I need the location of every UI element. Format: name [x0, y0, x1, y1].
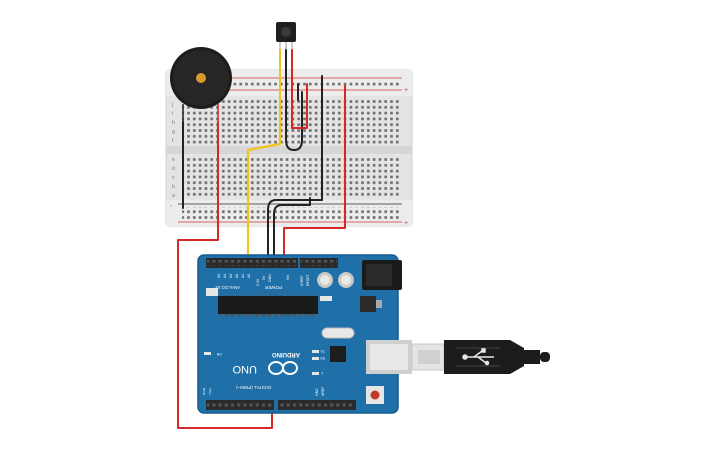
wire-red-5v [283, 85, 346, 263]
atmega-chip [218, 296, 318, 314]
arduino-board[interactable]: IOREF RESET 3.3V 5V GND Vin A0 A1 A2 A3 … [197, 254, 412, 414]
label-tx1: TX▸1 [208, 388, 212, 395]
row-letter-a: a [172, 193, 175, 199]
wire-black-gnd-2 [273, 197, 311, 263]
row-letter-e: e [172, 157, 175, 163]
label-gnd-top: GND [268, 274, 272, 282]
brand-label: ARDUINO [272, 351, 300, 357]
label-vin: Vin [286, 275, 290, 280]
row-letter-j: j [171, 102, 173, 108]
row-letter-c: c [172, 175, 175, 181]
row-letter-g: g [172, 129, 175, 135]
label-a5: A5 [217, 274, 221, 278]
row-letter-f: f [172, 138, 174, 144]
label-a4: A4 [223, 274, 227, 278]
label-5v: 5V [262, 275, 266, 280]
label-rx0: RX◂0 [202, 387, 206, 395]
rail-minus-bottom: - [170, 203, 173, 210]
label-gnd-bottom: GND [315, 388, 319, 396]
wire-ir-gnd [285, 49, 303, 151]
label-digital: DIGITAL (PWM~) [236, 385, 271, 390]
wire-red-buzzer [177, 121, 273, 429]
wire-yellow-a0 [246, 126, 282, 264]
label-a1: A1 [241, 274, 245, 278]
row-letter-b: b [172, 184, 175, 190]
breadboard: + + - + j i h g f e d c b a [165, 69, 413, 227]
wire-black-gnd-1 [267, 75, 323, 263]
label-a2: A2 [235, 274, 239, 278]
label-ioref: IOREF [300, 275, 304, 286]
label-3v3: 3.3V [256, 278, 260, 286]
label-power: POWER [264, 285, 282, 290]
piezo-buzzer[interactable] [170, 47, 232, 122]
label-a3: A3 [229, 274, 233, 278]
label-tx: TX [320, 349, 325, 353]
label-rx: RX [319, 356, 325, 360]
label-l: L [321, 371, 323, 375]
row-letter-i: i [172, 111, 173, 117]
ir-receiver[interactable] [276, 22, 296, 50]
model-label: UNO [232, 363, 257, 375]
wire-ir-vcc-jumper [291, 83, 308, 129]
label-analog-in: ANALOG IN [215, 285, 240, 290]
row-letter-d: d [172, 166, 175, 172]
arduino-logo [268, 361, 298, 375]
label-a0: A0 [247, 274, 251, 278]
wires [177, 49, 346, 429]
rail-plus-top-right: + [404, 87, 408, 94]
usb-cable[interactable] [411, 340, 550, 374]
label-aref: AREF [321, 387, 325, 396]
label-reset: RESET [306, 273, 310, 286]
label-on: ON [216, 352, 222, 356]
rail-plus-bottom: + [404, 220, 408, 227]
usb-icon [462, 348, 494, 366]
row-letter-h: h [172, 120, 175, 126]
